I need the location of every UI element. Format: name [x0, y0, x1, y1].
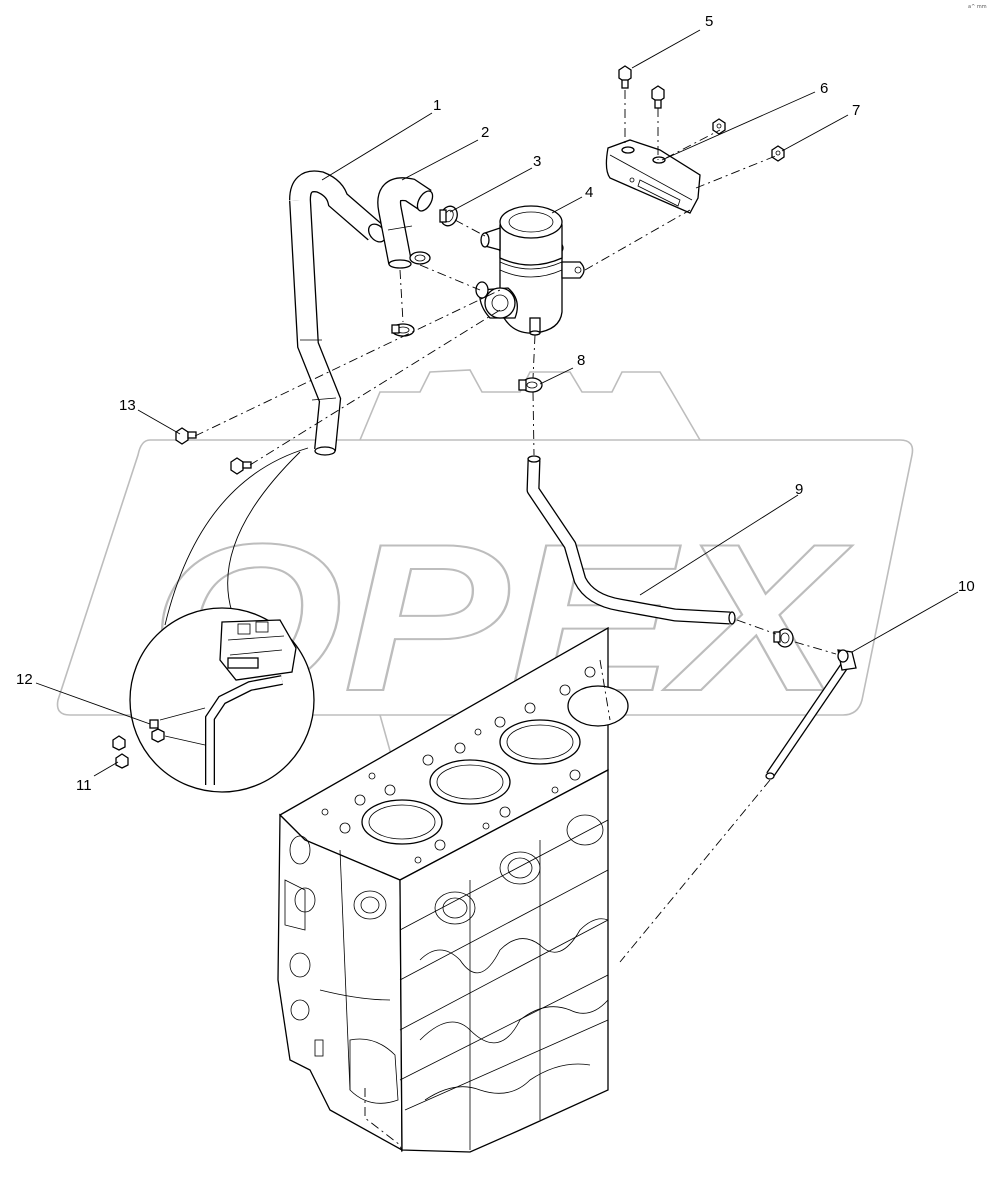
hose-clamp-9: [773, 628, 794, 648]
callout-4: 4: [585, 184, 593, 201]
callout-6: 6: [820, 80, 828, 97]
assembly-lines: [194, 90, 837, 963]
bolt-11a: [112, 735, 126, 751]
hose-clamp-8: [518, 377, 543, 393]
detail-magnifier: [129, 447, 315, 793]
nut-7b: [771, 145, 785, 162]
breather-hose-2: [377, 177, 434, 269]
dipstick-tube-10: [765, 649, 857, 780]
engine-block: [277, 626, 629, 1153]
bolt-13b: [230, 457, 252, 475]
callout-12: 12: [16, 671, 33, 688]
corner-mark: a^ mm: [968, 4, 987, 10]
leader-lines: [35, 29, 959, 777]
bolt-13a: [175, 427, 197, 445]
hose-clamp-3: [439, 205, 458, 227]
callout-8: 8: [577, 352, 585, 369]
oil-separator: [475, 205, 585, 336]
callout-10: 10: [958, 578, 975, 595]
callout-7: 7: [852, 102, 860, 119]
bolt-5a: [618, 65, 632, 89]
callout-3: 3: [533, 153, 541, 170]
hose-clamp-lower: [391, 323, 415, 337]
callout-1: 1: [433, 97, 441, 114]
breather-hose-1: [289, 170, 387, 456]
callout-11: 11: [76, 777, 92, 794]
drain-hose-9: [526, 455, 736, 625]
hose-clamp-upper: [409, 251, 431, 265]
callout-2: 2: [481, 124, 489, 141]
callout-5: 5: [705, 13, 713, 30]
callout-9: 9: [795, 481, 803, 498]
callout-labels: 1 2 3 4 5 6 7 8 9 10 11 12 13: [16, 13, 975, 794]
bolt-5b: [651, 85, 665, 109]
callout-13: 13: [119, 397, 136, 414]
bolt-11b: [115, 753, 129, 769]
nut-7a: [712, 118, 726, 135]
mounting-bracket: [605, 139, 701, 214]
